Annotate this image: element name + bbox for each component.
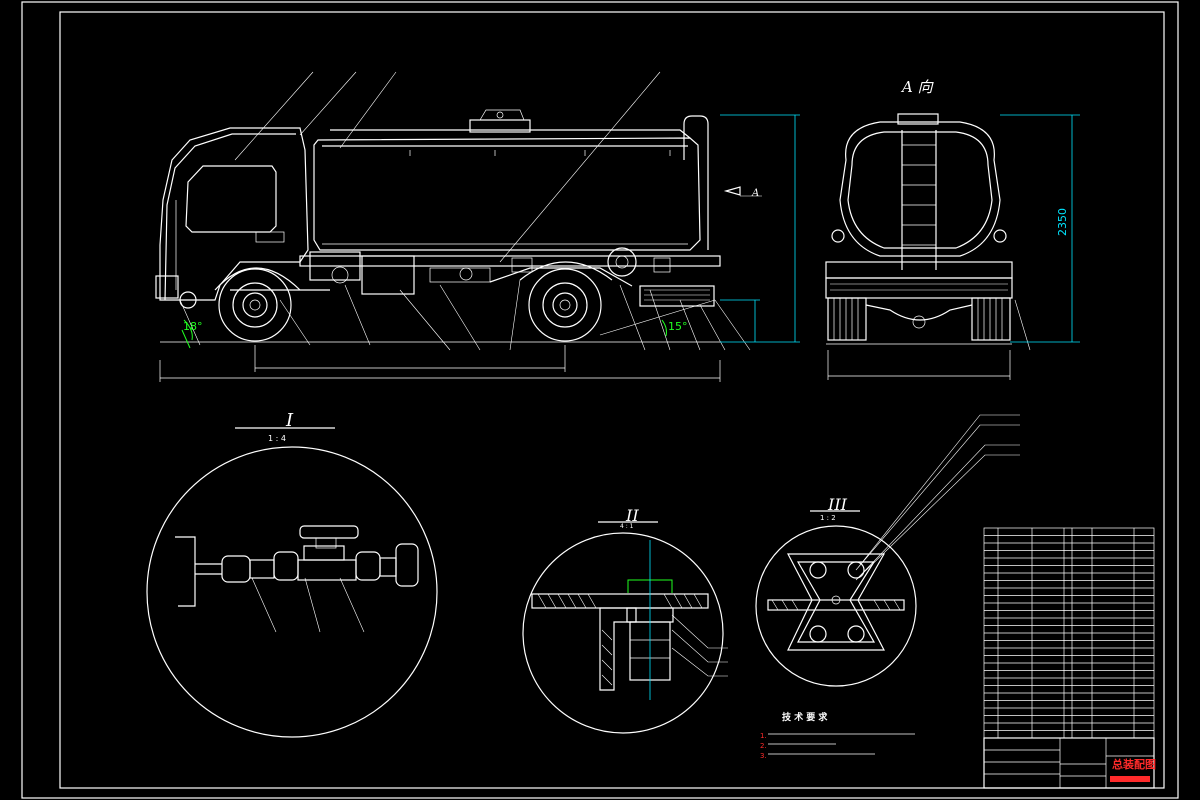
approach-angle: 18° — [181, 319, 203, 349]
detail-1-label: I — [285, 410, 294, 431]
detail-2-scale: 4 : 1 — [620, 523, 634, 530]
tech-req-title: 技 术 要 求 — [782, 711, 828, 723]
rear-wheel — [528, 268, 602, 342]
tech-req-item-2: 2. — [760, 742, 767, 750]
departure-angle: 15° — [661, 319, 688, 337]
side-view-height-dims — [720, 114, 800, 343]
arrow-a-label: A — [751, 188, 759, 199]
detail-2: II 4 : 1 — [522, 506, 728, 734]
front-view-truck: A 向 — [825, 78, 1031, 380]
angle-front-label: 18° — [183, 320, 203, 333]
view-arrow-a: A — [723, 186, 759, 199]
tech-req-item-1: 1. — [760, 732, 767, 740]
front-view-height-dim: 2350 — [1000, 114, 1080, 343]
title-block: 总装配图 — [983, 737, 1156, 789]
detail-3-label: III — [827, 495, 848, 514]
tech-requirements: 技 术 要 求 1. 2. 3. — [760, 711, 915, 760]
detail-3: III 1 : 2 — [755, 414, 1020, 687]
direction-view-title: A 向 — [900, 78, 935, 96]
side-view-truck — [155, 71, 762, 382]
height-dim-label: 2350 — [1056, 208, 1069, 236]
detail-1: I 1 : 4 — [146, 410, 438, 738]
sheet-border — [21, 1, 1179, 799]
parts-list-table — [983, 527, 1155, 739]
detail-3-scale: 1 : 2 — [820, 514, 836, 522]
drawing-name: 总装配图 — [1112, 757, 1156, 771]
angle-rear-label: 15° — [668, 320, 688, 333]
tech-req-item-3: 3. — [760, 752, 767, 760]
detail-2-label: II — [625, 506, 639, 525]
detail-1-scale: 1 : 4 — [268, 434, 286, 443]
front-wheel — [218, 268, 292, 342]
